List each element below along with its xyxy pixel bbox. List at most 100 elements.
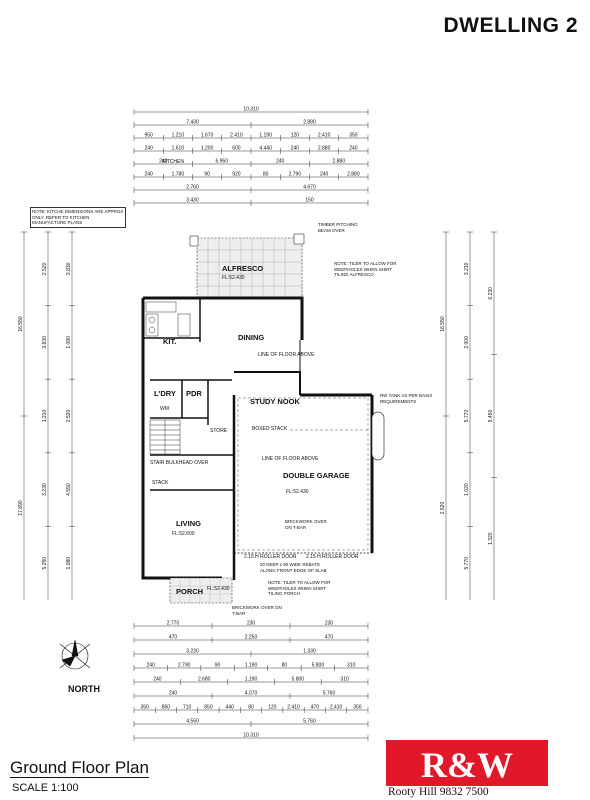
dimension-value: 850: [162, 705, 171, 711]
rebate-note: 20 DEEP x 90 WIDE REBATE ALONG FRONT EDG…: [260, 562, 327, 573]
dimension-value: 470: [325, 635, 334, 641]
dimension-value: 120: [268, 705, 277, 711]
alfresco-area: [189, 233, 305, 299]
dimension-value: 2.760: [186, 185, 199, 191]
rw-tank: [371, 411, 385, 461]
living-label: LIVING: [176, 519, 201, 528]
dimension-value: 240: [147, 663, 156, 669]
dimension-value: 2.880: [332, 159, 345, 165]
dimension-value: 230: [247, 621, 256, 627]
dimension-value: 1.670: [201, 133, 214, 139]
dwelling-title: DWELLING 2: [443, 14, 578, 37]
study-label: STUDY NOOK: [250, 397, 300, 406]
dimension-value: 5.770: [464, 410, 470, 423]
alfresco-label: ALFRESCO: [222, 264, 263, 273]
dimension-value: 4.070: [245, 691, 258, 697]
garage-label: DOUBLE GARAGE: [283, 471, 350, 480]
house-walls: [141, 296, 374, 580]
porch-label: PORCH: [176, 587, 203, 596]
dimension-value: 120: [291, 133, 300, 139]
dimension-value: 10.310: [243, 733, 259, 739]
boxed-stack-label: BOXED STACK: [252, 426, 288, 432]
north-compass-icon: [59, 639, 91, 670]
staircase: [149, 419, 181, 455]
wm-label: WM: [160, 406, 169, 412]
dimension-value: 4.440: [259, 146, 272, 152]
dimension-value: 80: [282, 663, 288, 669]
dimension-value: 2.410: [318, 133, 331, 139]
dimension-value: 230: [325, 621, 334, 627]
dimension-value: 310: [340, 677, 349, 683]
dimension-value: 950: [144, 133, 153, 139]
dimension-value: 2.250: [245, 635, 258, 641]
dimension-value: 350: [349, 133, 358, 139]
dimension-value: 2.880: [303, 120, 316, 126]
dimension-value: 5.800: [312, 663, 325, 669]
dimension-value: 2.000: [464, 336, 470, 349]
dimension-value: 3.230: [186, 649, 199, 655]
dimension-value: 2.680: [198, 677, 211, 683]
dimension-value: 1.320: [488, 532, 494, 545]
rw-logo: R&W: [386, 740, 548, 786]
dimension-value: 2.410: [330, 705, 343, 711]
dimension-value: 5.250: [42, 557, 48, 570]
dimension-value: 2.520: [440, 502, 446, 515]
dimension-value: 3.430: [186, 198, 199, 204]
dimension-value: 9.450: [488, 410, 494, 423]
roller-door-2: 2.15 H ROLLER DOOR: [306, 554, 359, 560]
dimension-value: 1.020: [464, 483, 470, 496]
dimension-value: 2.880: [318, 146, 331, 152]
store-label: STORE: [210, 428, 228, 434]
dimension-value: 240: [349, 146, 358, 152]
kitchen-dim-label: KITCHEN: [162, 159, 184, 165]
dimension-value: 2.410: [230, 133, 243, 139]
dimension-value: 7.430: [186, 120, 199, 126]
dimension-value: 240: [144, 172, 153, 178]
dimension-value: 240: [276, 159, 285, 165]
scale-label: SCALE 1:100: [12, 782, 79, 794]
stack-label: STACK: [152, 480, 169, 486]
dimension-value: 2.770: [167, 621, 180, 627]
dimension-value: 5.760: [323, 691, 336, 697]
dining-label: DINING: [238, 333, 264, 342]
dimension-value: 2.520: [42, 262, 48, 275]
tiler-note-top: NOTE: TILER TO ALLOW FOR WEEPHOLES WHEN …: [334, 261, 397, 277]
dimension-value: 5.760: [303, 719, 316, 725]
dimension-value: 6.950: [215, 159, 228, 165]
dimension-value: 2.520: [66, 410, 72, 423]
dimension-value: 240: [159, 159, 168, 165]
rw-logo-mark: R&W: [421, 745, 513, 785]
dimension-value: 710: [183, 705, 192, 711]
dimension-value: 2.790: [178, 663, 191, 669]
dimension-value: 600: [232, 146, 241, 152]
garage-fl: FL:52.430: [286, 489, 309, 495]
tiler-note-bottom: NOTE: TILER TO ALLOW FOR WEEPHOLES WHEN …: [268, 580, 331, 596]
office-contact: Rooty Hill 9832 7500: [388, 786, 489, 798]
dimension-value: 3.830: [42, 336, 48, 349]
line-floor-above-label: LINE OF FLOOR ABOVE: [258, 352, 315, 358]
dimension-value: 2.790: [289, 172, 302, 178]
kitchen-label: KIT.: [163, 337, 176, 346]
dimension-value: 240: [169, 691, 178, 697]
dimension-value: 150: [305, 198, 314, 204]
dimension-value: 90: [204, 172, 210, 178]
dimension-value: 1.610: [172, 146, 185, 152]
dimension-value: 80: [248, 705, 254, 711]
dimension-value: 2.410: [287, 705, 300, 711]
dimension-value: 4.670: [303, 185, 316, 191]
dimension-value: 1.200: [201, 146, 214, 152]
living-fl: FL:52.600: [172, 531, 195, 537]
roller-door-1: 2.15 H ROLLER DOOR: [244, 554, 297, 560]
dimension-value: 3.230: [42, 483, 48, 496]
dimension-value: 240: [144, 146, 153, 152]
dimension-value: 17.890: [18, 500, 24, 516]
brickwork-note-1: BRICKWORK OVER ON T-BAR: [285, 519, 327, 530]
dimension-value: 5.770: [464, 557, 470, 570]
dimension-value: 240: [153, 677, 162, 683]
dimension-value: 16.550: [18, 316, 24, 332]
room-labels: ALFRESCO FL:52.430 KIT. DINING LINE OF F…: [150, 159, 359, 596]
dimension-value: 470: [169, 635, 178, 641]
plan-title: Ground Floor Plan: [10, 758, 149, 778]
dimension-value: 5.800: [292, 677, 305, 683]
